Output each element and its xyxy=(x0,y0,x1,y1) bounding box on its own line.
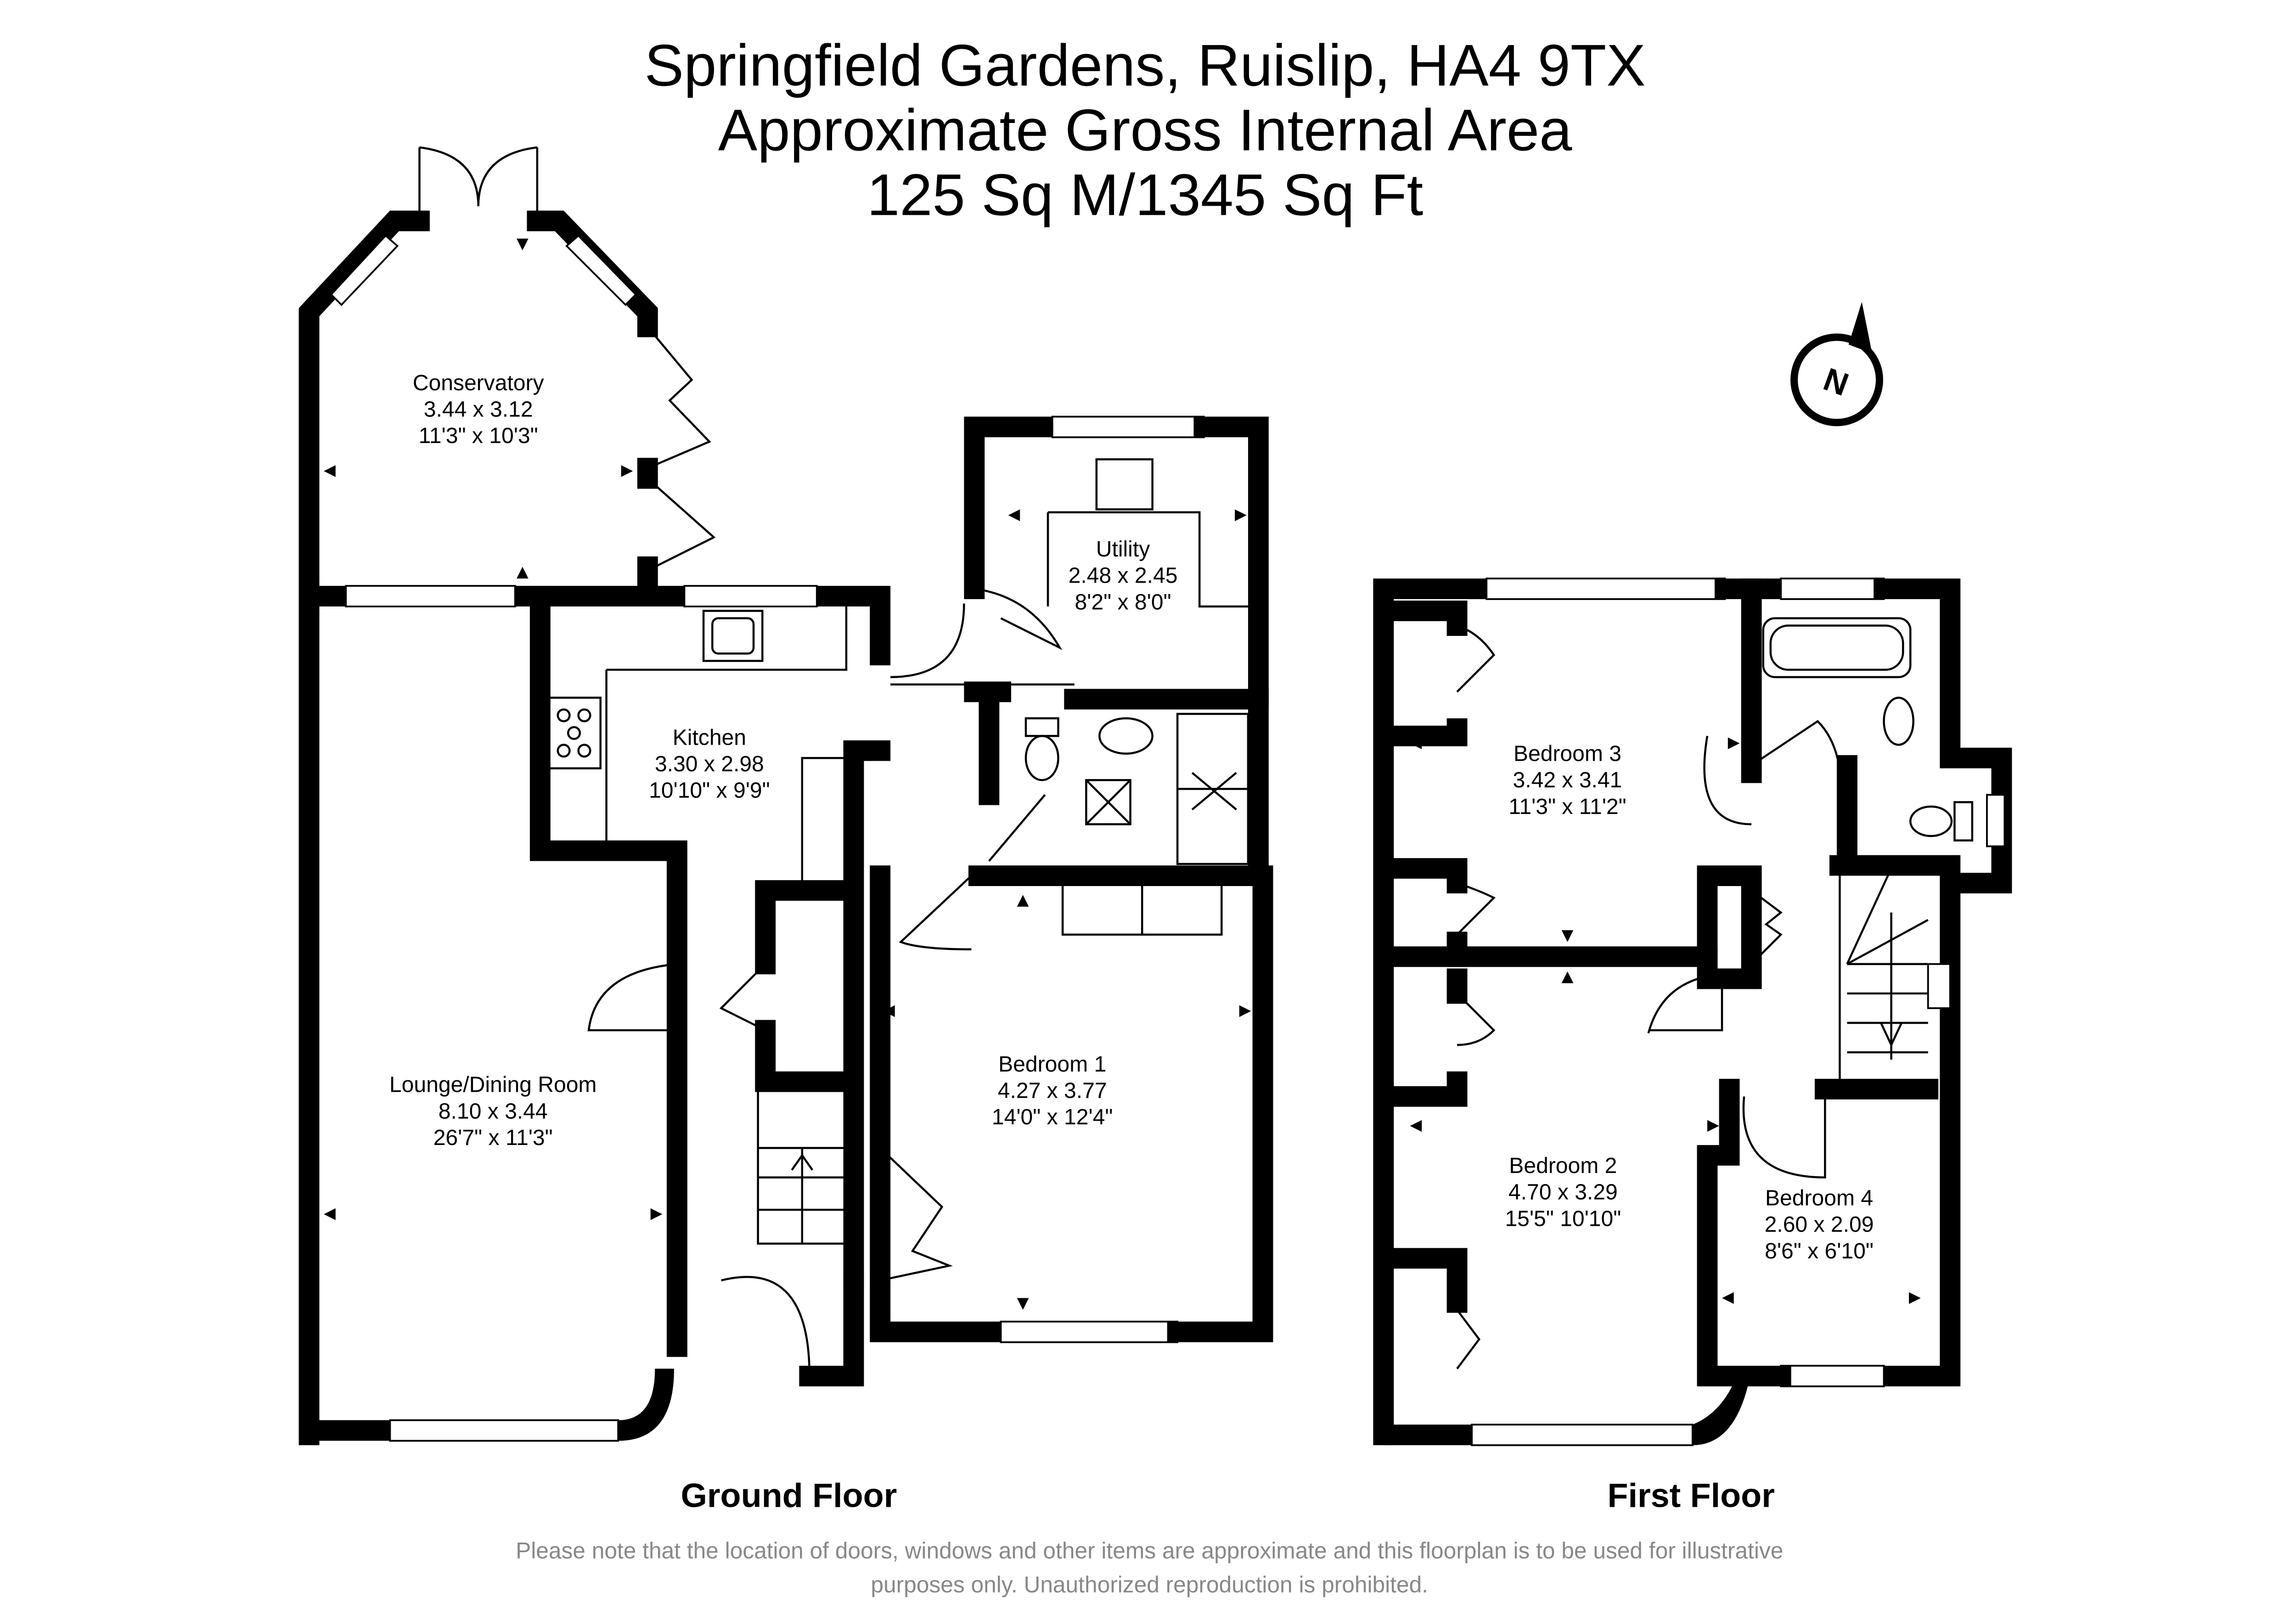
svg-text:Kitchen: Kitchen xyxy=(673,725,746,750)
svg-text:3.44 x 3.12: 3.44 x 3.12 xyxy=(424,397,533,422)
svg-text:Bedroom 4: Bedroom 4 xyxy=(1765,1185,1873,1210)
svg-text:11'3" x 10'3": 11'3" x 10'3" xyxy=(419,423,538,448)
svg-text:Utility: Utility xyxy=(1096,537,1150,561)
svg-text:4.27 x 3.77: 4.27 x 3.77 xyxy=(998,1078,1107,1103)
ground-floor-label: Ground Floor xyxy=(681,1476,897,1515)
first-floor-label: First Floor xyxy=(1607,1476,1774,1515)
svg-text:Conservatory: Conservatory xyxy=(413,370,544,395)
svg-text:4.70 x 3.29: 4.70 x 3.29 xyxy=(1508,1180,1618,1205)
svg-text:8'6" x 6'10": 8'6" x 6'10" xyxy=(1765,1239,1874,1263)
compass-label: N xyxy=(1819,361,1853,403)
svg-text:2.60 x 2.09: 2.60 x 2.09 xyxy=(1765,1212,1874,1237)
svg-text:10'10" x 9'9": 10'10" x 9'9" xyxy=(649,778,770,803)
svg-text:15'5" 10'10": 15'5" 10'10" xyxy=(1505,1206,1621,1231)
svg-text:3.30 x 2.98: 3.30 x 2.98 xyxy=(655,752,764,776)
disclaimer-line-1: Please note that the location of doors, … xyxy=(516,1538,1783,1564)
room-bedroom-1: Bedroom 1 4.27 x 3.77 14'0" x 12'4" xyxy=(992,1052,1113,1129)
svg-text:2.48 x 2.45: 2.48 x 2.45 xyxy=(1069,563,1178,588)
disclaimer-line-2: purposes only. Unauthorized reproduction… xyxy=(871,1571,1428,1597)
svg-text:26'7" x 11'3": 26'7" x 11'3" xyxy=(433,1125,553,1150)
svg-text:3.42 x 3.41: 3.42 x 3.41 xyxy=(1513,768,1622,792)
room-bedroom-3: Bedroom 3 3.42 x 3.41 11'3" x 11'2" xyxy=(1508,741,1626,819)
room-utility: Utility 2.48 x 2.45 8'2" x 8'0" xyxy=(1069,537,1178,614)
svg-text:Bedroom 2: Bedroom 2 xyxy=(1509,1153,1617,1178)
svg-text:8'2" x 8'0": 8'2" x 8'0" xyxy=(1075,589,1171,614)
ground-floor-plan xyxy=(298,146,1273,1445)
svg-text:Bedroom 1: Bedroom 1 xyxy=(998,1052,1106,1077)
room-kitchen: Kitchen 3.30 x 2.98 10'10" x 9'9" xyxy=(649,725,770,803)
room-bedroom-2: Bedroom 2 4.70 x 3.29 15'5" 10'10" xyxy=(1505,1153,1621,1231)
svg-text:Bedroom 3: Bedroom 3 xyxy=(1514,741,1621,766)
svg-text:11'3" x 11'2": 11'3" x 11'2" xyxy=(1508,794,1626,819)
title-area-value: 125 Sq M/1345 Sq Ft xyxy=(867,162,1423,228)
title-area-label: Approximate Gross Internal Area xyxy=(718,97,1572,163)
room-lounge-dining: Lounge/Dining Room 8.10 x 3.44 26'7" x 1… xyxy=(389,1072,597,1150)
room-conservatory: Conservatory 3.44 x 3.12 11'3" x 10'3" xyxy=(413,370,544,448)
first-floor-plan xyxy=(1373,578,2012,1446)
dimension-markers xyxy=(324,238,1921,1310)
svg-text:8.10 x 3.44: 8.10 x 3.44 xyxy=(439,1099,548,1123)
title-address: Springfield Gardens, Ruislip, HA4 9TX xyxy=(644,33,1645,98)
svg-text:Lounge/Dining Room: Lounge/Dining Room xyxy=(389,1072,597,1097)
svg-text:14'0" x 12'4": 14'0" x 12'4" xyxy=(992,1105,1113,1129)
north-arrow-icon: N xyxy=(1790,302,1883,427)
room-bedroom-4: Bedroom 4 2.60 x 2.09 8'6" x 6'10" xyxy=(1765,1185,1874,1263)
